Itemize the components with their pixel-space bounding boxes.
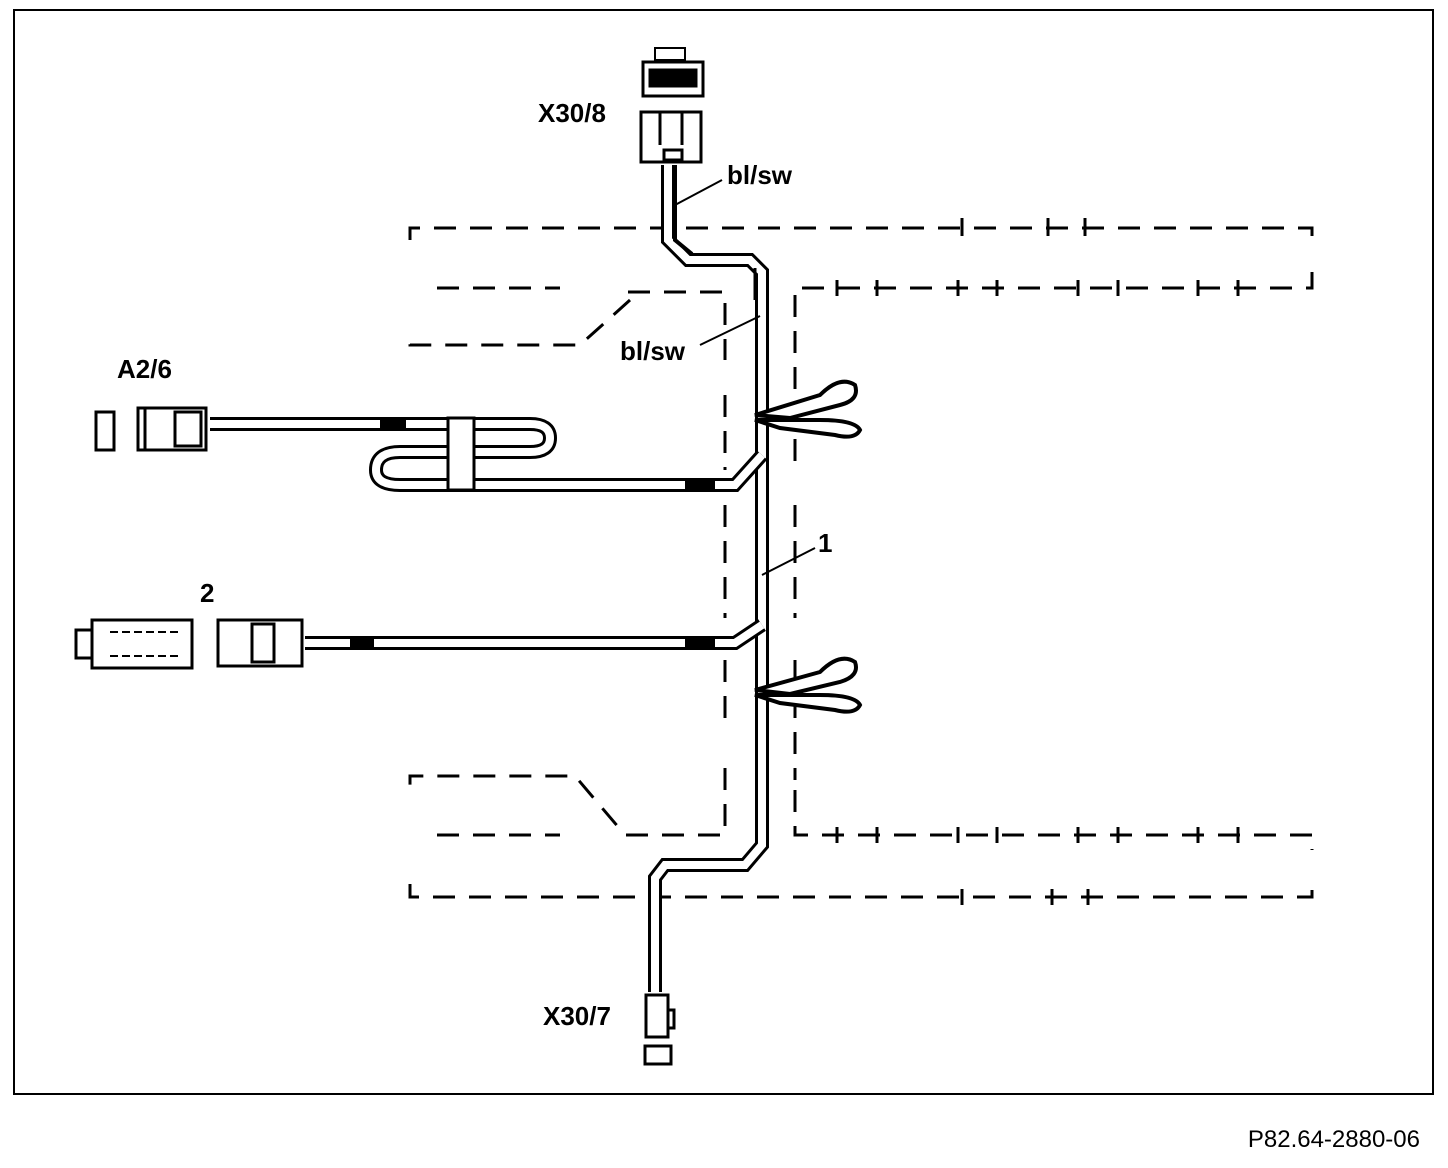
label-wire-color-top: bl/sw bbox=[727, 160, 793, 190]
wire-sleeve-item-2-end bbox=[350, 637, 374, 649]
wire-sleeve-a2-6-end bbox=[380, 418, 406, 430]
harness-clamp-upper bbox=[754, 379, 863, 439]
label-wire-color-mid: bl/sw bbox=[620, 336, 686, 366]
figure-reference: P82.64-2880-06 bbox=[1248, 1126, 1420, 1153]
label-item-2: 2 bbox=[200, 578, 214, 608]
branch-a2-6 bbox=[210, 417, 768, 492]
body-outline-ticks bbox=[835, 218, 1240, 905]
branch-item-2 bbox=[305, 619, 766, 650]
diagram-frame bbox=[13, 9, 1434, 1095]
wire-sleeve-item-2 bbox=[685, 637, 715, 649]
body-outline-dashed bbox=[408, 226, 1314, 899]
main-harness bbox=[648, 165, 769, 992]
connector-a2-6 bbox=[94, 406, 208, 452]
connector-x30-8 bbox=[639, 47, 705, 164]
label-x30-7: X30/7 bbox=[543, 1001, 611, 1031]
label-x30-8: X30/8 bbox=[538, 98, 606, 128]
leader-lines bbox=[674, 179, 816, 576]
label-item-1: 1 bbox=[818, 528, 832, 558]
connector-x30-7 bbox=[643, 993, 676, 1066]
harness-clamp-lower bbox=[754, 656, 863, 714]
wire-sleeve-a2-6 bbox=[685, 479, 715, 491]
cable-tie-a2-6 bbox=[446, 416, 476, 492]
label-a2-6: A2/6 bbox=[117, 354, 172, 384]
connector-item-2 bbox=[74, 618, 304, 670]
